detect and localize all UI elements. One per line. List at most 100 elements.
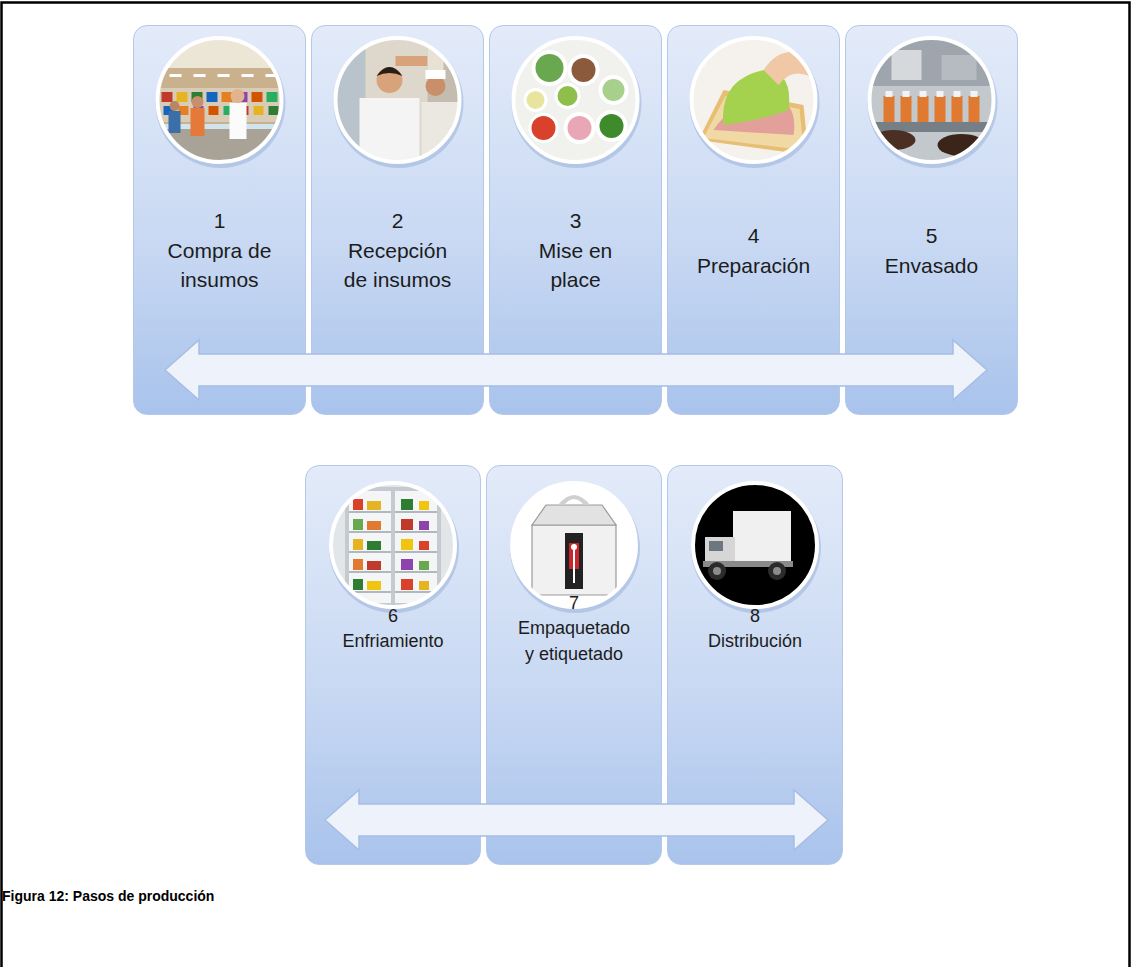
photo-content: [692, 38, 816, 162]
step-text-area: 7Empaquetado y etiquetado: [487, 574, 661, 684]
illustration-shape: [239, 106, 249, 115]
illustration-shape: [252, 92, 263, 102]
photo-rim: [692, 38, 816, 162]
illustration-shape: [555, 83, 581, 109]
illustration-shape: [162, 92, 173, 102]
process-band-arrow: [165, 340, 987, 400]
process-step-box: 7Empaquetado y etiquetado: [486, 465, 662, 865]
photo-content: [870, 38, 994, 162]
illustration-shape: [599, 75, 629, 105]
process-band-arrow: [325, 790, 828, 850]
illustration-shape: [401, 519, 413, 530]
illustration-shape: [158, 38, 282, 68]
step-number: 1: [214, 206, 226, 235]
photo-shadow: [156, 38, 286, 168]
illustration-shape: [367, 521, 381, 530]
illustration-shape: [568, 54, 600, 86]
illustration-shape: [192, 92, 203, 102]
photo-shadow: [691, 483, 821, 613]
illustration-shape: [524, 88, 548, 112]
illustration-shape: [349, 511, 391, 513]
photo-shadow: [329, 483, 459, 613]
step-number: 8: [750, 604, 760, 629]
illustration-shape: [422, 102, 462, 162]
illustration-shape: [529, 113, 559, 143]
illustration-shape: [768, 562, 786, 580]
illustration-shape: [884, 96, 895, 122]
photo-content: [514, 38, 638, 162]
illustration-shape: [870, 122, 994, 132]
illustration-shape: [192, 96, 204, 108]
illustration-shape: [177, 92, 188, 102]
step-text-area: 5Envasado: [846, 188, 1017, 313]
step-label: Empaquetado y etiquetado: [513, 616, 635, 666]
illustration-shape: [935, 96, 946, 122]
photo-rim: [336, 38, 460, 162]
illustration-shape: [401, 559, 413, 570]
illustration-shape: [870, 38, 994, 162]
illustration-shape: [723, 70, 789, 125]
step-photo: [156, 38, 286, 168]
step-label: Compra de insumos: [158, 236, 282, 295]
step-number: 7: [569, 591, 579, 616]
illustration-shape: [937, 91, 944, 97]
step-text-area: 2Recepción de insumos: [312, 188, 483, 313]
photo-rim: [158, 38, 282, 162]
step-photo: [334, 38, 468, 168]
illustration-shape: [353, 539, 363, 550]
step-label: Envasado: [885, 251, 978, 280]
illustration-shape: [395, 511, 437, 513]
illustration-shape: [419, 581, 429, 590]
illustration-shape: [179, 106, 189, 115]
illustration-shape: [596, 110, 628, 142]
illustration-shape: [395, 531, 437, 533]
illustration-shape: [572, 58, 596, 82]
step-label: Recepción de insumos: [336, 236, 460, 295]
step-number: 6: [388, 604, 398, 629]
step-number: 3: [570, 206, 582, 235]
step-number: 5: [926, 221, 938, 250]
illustration-shape: [942, 55, 977, 80]
illustration-shape: [703, 561, 793, 567]
illustration-shape: [395, 491, 437, 603]
photo-content: [512, 483, 636, 607]
illustration-shape: [254, 106, 264, 115]
illustration-shape: [377, 67, 403, 76]
illustration-shape: [367, 561, 381, 570]
illustration-shape: [600, 114, 624, 138]
illustration-shape: [426, 76, 446, 96]
illustration-shape: [564, 112, 596, 144]
illustration-shape: [396, 56, 438, 66]
illustration-shape: [705, 537, 735, 563]
illustration-shape: [349, 591, 391, 593]
illustration-shape: [938, 134, 986, 156]
illustration-shape: [353, 579, 363, 590]
illustration-shape: [565, 533, 583, 589]
illustration-shape: [242, 74, 254, 77]
illustration-shape: [419, 561, 429, 570]
illustration-shape: [207, 92, 218, 102]
illustration-shape: [230, 103, 247, 139]
illustration-shape: [170, 74, 182, 77]
illustration-shape: [532, 525, 616, 595]
illustration-shape: [693, 483, 817, 607]
illustration-shape: [267, 92, 278, 102]
illustration-shape: [773, 567, 781, 575]
illustration-shape: [353, 499, 363, 510]
illustration-shape: [349, 571, 391, 573]
illustration-shape: [892, 50, 922, 80]
photo-content: [158, 38, 282, 166]
figure-caption: Figura 12: Pasos de producción: [2, 888, 214, 904]
illustration-shape: [714, 95, 795, 135]
illustration-shape: [527, 91, 545, 109]
photo-content: [693, 483, 817, 607]
photo-shadow: [868, 38, 998, 168]
process-step-box: 5Envasado: [845, 25, 1018, 415]
illustration-shape: [428, 38, 468, 162]
step-label: Preparación: [697, 251, 810, 280]
step-label: Mise en place: [514, 236, 638, 295]
illustration-shape: [194, 106, 204, 115]
illustration-shape: [428, 48, 444, 70]
illustration-shape: [349, 491, 391, 603]
